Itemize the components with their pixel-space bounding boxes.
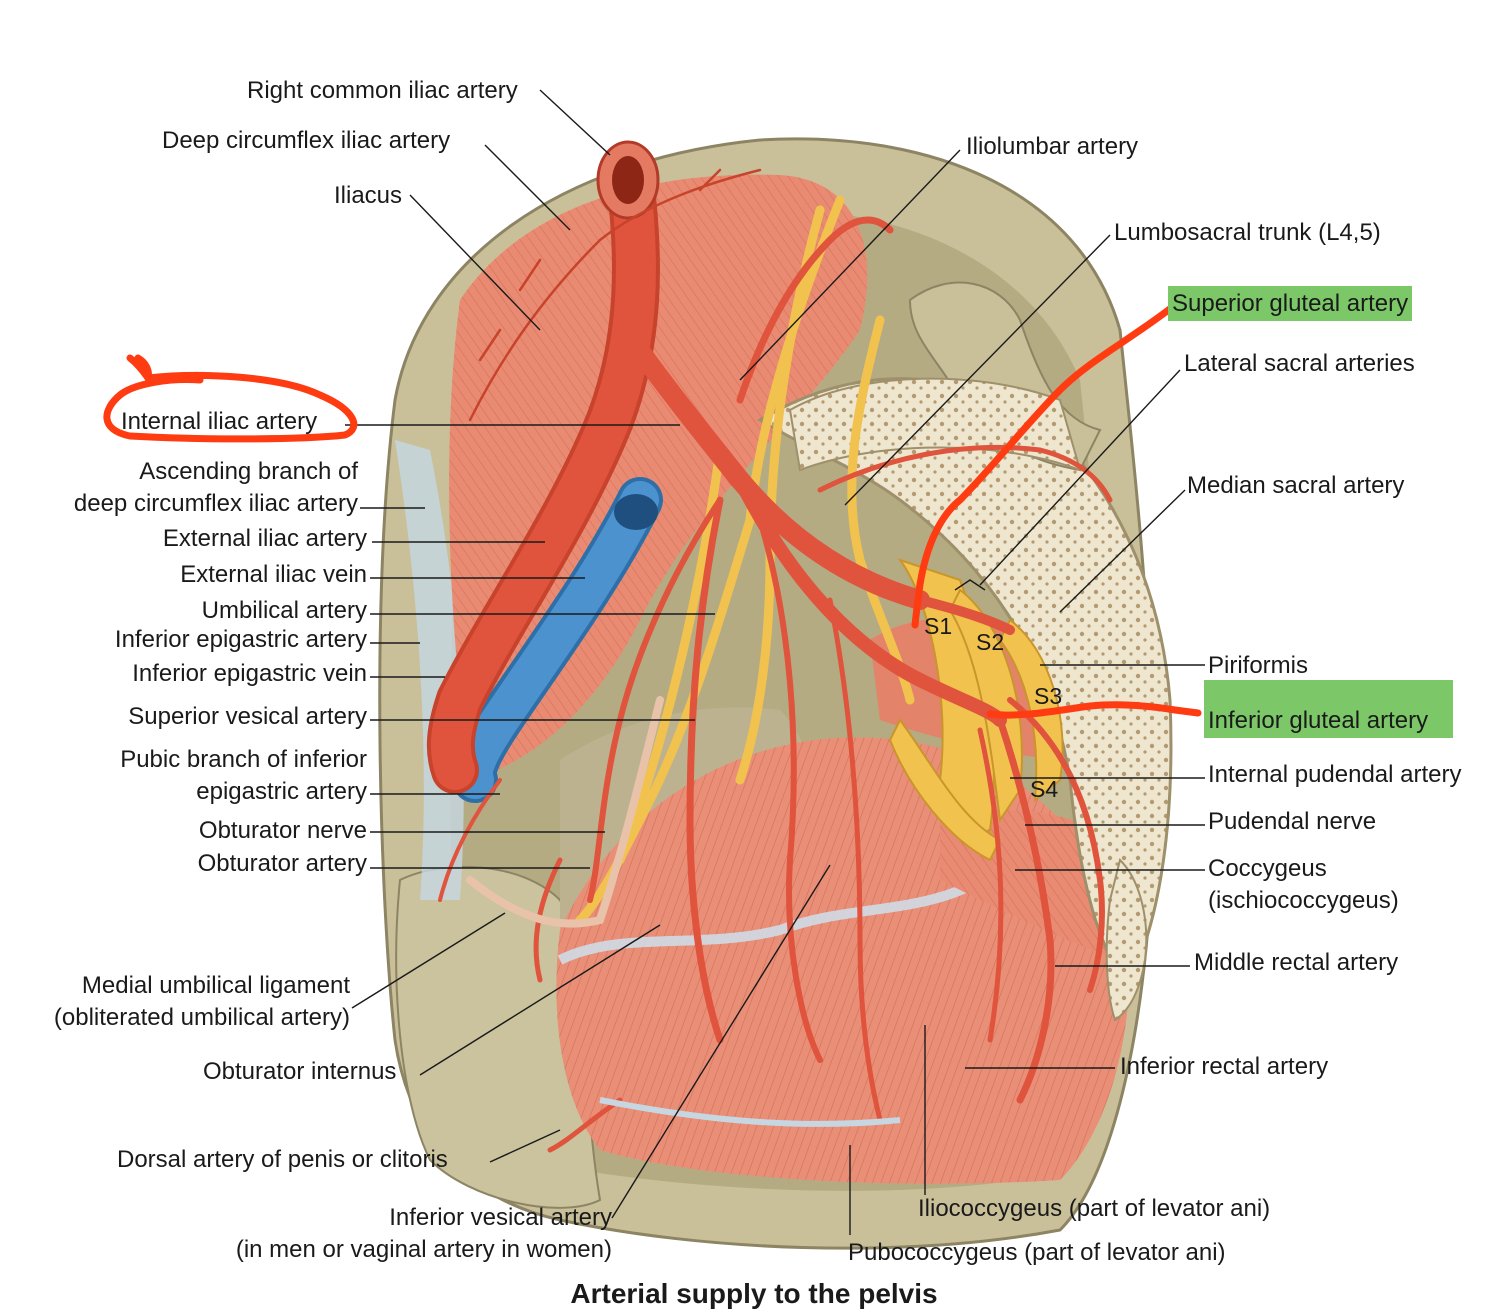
vein-lumen bbox=[614, 494, 658, 530]
label-ascending-branch-line2: deep circumflex iliac artery bbox=[73, 490, 358, 517]
label-umbilical-artery: Umbilical artery bbox=[201, 597, 367, 624]
annotation-line-inferior-gluteal bbox=[986, 701, 1202, 719]
pubic-bone bbox=[395, 865, 602, 1209]
label-obturator-nerve: Obturator nerve bbox=[198, 817, 367, 844]
label-obturator-internus: Obturator internus bbox=[203, 1058, 397, 1085]
label-external-iliac-vein: External iliac vein bbox=[180, 561, 367, 588]
label-iliococcygeus: Iliococcygeus (part of levator ani) bbox=[918, 1195, 1271, 1222]
label-iliacus: Iliacus bbox=[334, 182, 403, 209]
label-external-iliac-artery: External iliac artery bbox=[162, 525, 367, 552]
label-medial-umbilical-line2: (obliterated umbilical artery) bbox=[53, 1004, 350, 1031]
sacral-level-s4: S4 bbox=[1030, 776, 1059, 802]
label-lumbosacral-trunk: Lumbosacral trunk (L4,5) bbox=[1114, 219, 1381, 246]
label-right-common-iliac-artery: Right common iliac artery bbox=[247, 77, 518, 104]
coccyx bbox=[1105, 858, 1148, 1022]
annotation-line-superior-gluteal bbox=[911, 301, 1179, 629]
label-ascending-branch-line1: Ascending branch of bbox=[139, 458, 358, 485]
label-dorsal-artery: Dorsal artery of penis or clitoris bbox=[117, 1146, 448, 1173]
medial-umbilical-ligament bbox=[466, 696, 664, 928]
sacral-plexus bbox=[888, 558, 1064, 862]
label-internal-pudendal-artery: Internal pudendal artery bbox=[1208, 761, 1462, 788]
arteries bbox=[438, 216, 1113, 1153]
label-coccygeus-line1: Coccygeus bbox=[1208, 855, 1327, 882]
label-inferior-gluteal-artery: Inferior gluteal artery bbox=[1204, 680, 1453, 738]
levator-ani-fascia bbox=[557, 856, 1014, 965]
label-inferior-vesical-line2: (in men or vaginal artery in women) bbox=[235, 1236, 612, 1263]
label-obturator-artery: Obturator artery bbox=[197, 850, 367, 877]
label-median-sacral-artery: Median sacral artery bbox=[1187, 472, 1405, 499]
label-superior-vesical-artery: Superior vesical artery bbox=[128, 703, 367, 730]
label-deep-circumflex-iliac-artery: Deep circumflex iliac artery bbox=[162, 127, 451, 154]
label-inferior-rectal-artery: Inferior rectal artery bbox=[1120, 1053, 1329, 1080]
label-inferior-epigastric-vein: Inferior epigastric vein bbox=[132, 660, 367, 687]
sacral-level-s1: S1 bbox=[924, 613, 953, 639]
label-inferior-epigastric-artery: Inferior epigastric artery bbox=[114, 626, 367, 653]
leader-lines bbox=[345, 89, 1205, 1235]
label-pubic-branch-line2: epigastric artery bbox=[196, 778, 367, 805]
label-superior-gluteal-artery: Superior gluteal artery bbox=[1168, 286, 1413, 321]
label-internal-iliac-artery: Internal iliac artery bbox=[121, 408, 318, 435]
label-pubococcygeus: Pubococcygeus (part of levator ani) bbox=[848, 1239, 1226, 1266]
sacral-level-s3: S3 bbox=[1034, 683, 1063, 709]
label-lateral-sacral-arteries: Lateral sacral arteries bbox=[1184, 350, 1415, 377]
label-pubic-branch-line1: Pubic branch of inferior bbox=[120, 746, 367, 773]
label-middle-rectal-artery: Middle rectal artery bbox=[1194, 949, 1399, 976]
figure-caption: Arterial supply to the pelvis bbox=[570, 1278, 938, 1309]
label-pudendal-nerve: Pudendal nerve bbox=[1208, 808, 1377, 835]
label-inferior-vesical-line1: Inferior vesical artery bbox=[389, 1204, 612, 1231]
label-piriformis: Piriformis bbox=[1208, 652, 1308, 679]
sacral-level-s2: S2 bbox=[976, 629, 1005, 655]
label-medial-umbilical-line1: Medial umbilical ligament bbox=[81, 972, 350, 999]
annotation-circle-internal-iliac bbox=[103, 354, 358, 443]
red-annotations bbox=[103, 301, 1202, 719]
label-iliolumbar-artery: Iliolumbar artery bbox=[966, 133, 1139, 160]
label-coccygeus-line2: (ischiococcygeus) bbox=[1208, 887, 1399, 914]
